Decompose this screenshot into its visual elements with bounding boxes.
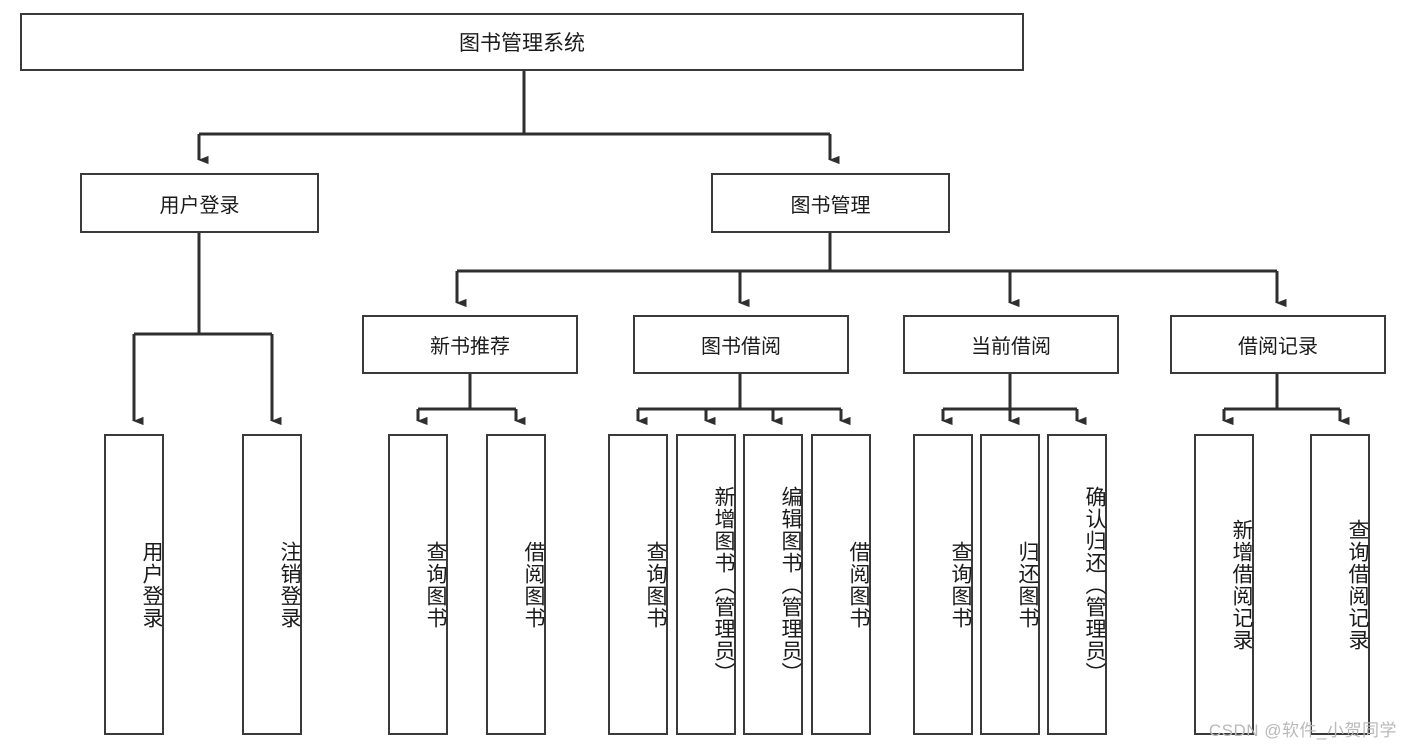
node-book-borrow[interactable]: 图书借阅 bbox=[633, 315, 849, 374]
node-label: 新增借阅记录 bbox=[1230, 518, 1253, 651]
node-book-management-system[interactable]: 图书管理系统 bbox=[20, 13, 1024, 71]
node-label: 归还图书 bbox=[1016, 540, 1039, 629]
node-label: 图书管理系统 bbox=[459, 32, 585, 55]
node-leaf-query-book-recommend[interactable]: 查询图书 bbox=[388, 434, 448, 735]
node-leaf-query-borrow-record[interactable]: 查询借阅记录 bbox=[1310, 434, 1370, 735]
node-leaf-edit-book-admin[interactable]: 编辑图书（管理员） bbox=[743, 434, 803, 735]
node-label: 图书管理 bbox=[790, 194, 871, 217]
node-leaf-borrow-book[interactable]: 借阅图书 bbox=[811, 434, 871, 735]
node-label: 查询图书 bbox=[949, 540, 972, 629]
node-leaf-return-book[interactable]: 归还图书 bbox=[980, 434, 1040, 735]
node-label: 图书借阅 bbox=[701, 336, 781, 358]
node-leaf-query-book-current[interactable]: 查询图书 bbox=[913, 434, 973, 735]
node-label: 注销登录 bbox=[278, 540, 301, 629]
node-leaf-logout[interactable]: 注销登录 bbox=[242, 434, 302, 735]
node-leaf-query-book-borrow[interactable]: 查询图书 bbox=[608, 434, 668, 735]
node-label: 新增图书（管理员） bbox=[712, 485, 735, 684]
node-label: 借阅记录 bbox=[1238, 336, 1318, 358]
node-label: 用户登录 bbox=[159, 194, 240, 217]
node-leaf-add-borrow-record[interactable]: 新增借阅记录 bbox=[1194, 434, 1254, 735]
node-label: 确认归还（管理员） bbox=[1083, 485, 1106, 684]
node-leaf-add-book-admin[interactable]: 新增图书（管理员） bbox=[676, 434, 736, 735]
node-leaf-borrow-book-recommend[interactable]: 借阅图书 bbox=[486, 434, 546, 735]
node-label: 编辑图书（管理员） bbox=[779, 485, 802, 684]
node-label: 新书推荐 bbox=[430, 336, 510, 358]
node-label: 查询图书 bbox=[424, 540, 447, 629]
node-label: 借阅图书 bbox=[522, 540, 545, 629]
node-label: 当前借阅 bbox=[971, 336, 1051, 358]
node-label: 借阅图书 bbox=[847, 540, 870, 629]
node-user-login[interactable]: 用户登录 bbox=[80, 173, 319, 233]
node-label: 查询借阅记录 bbox=[1346, 518, 1369, 651]
node-current-borrow[interactable]: 当前借阅 bbox=[903, 315, 1119, 374]
node-borrow-record[interactable]: 借阅记录 bbox=[1170, 315, 1386, 374]
node-leaf-user-login[interactable]: 用户登录 bbox=[104, 434, 164, 735]
node-book-management[interactable]: 图书管理 bbox=[711, 173, 950, 233]
node-new-book-recommend[interactable]: 新书推荐 bbox=[362, 315, 578, 374]
node-leaf-confirm-return-admin[interactable]: 确认归还（管理员） bbox=[1047, 434, 1107, 735]
node-label: 用户登录 bbox=[140, 540, 163, 629]
node-label: 查询图书 bbox=[644, 540, 667, 629]
